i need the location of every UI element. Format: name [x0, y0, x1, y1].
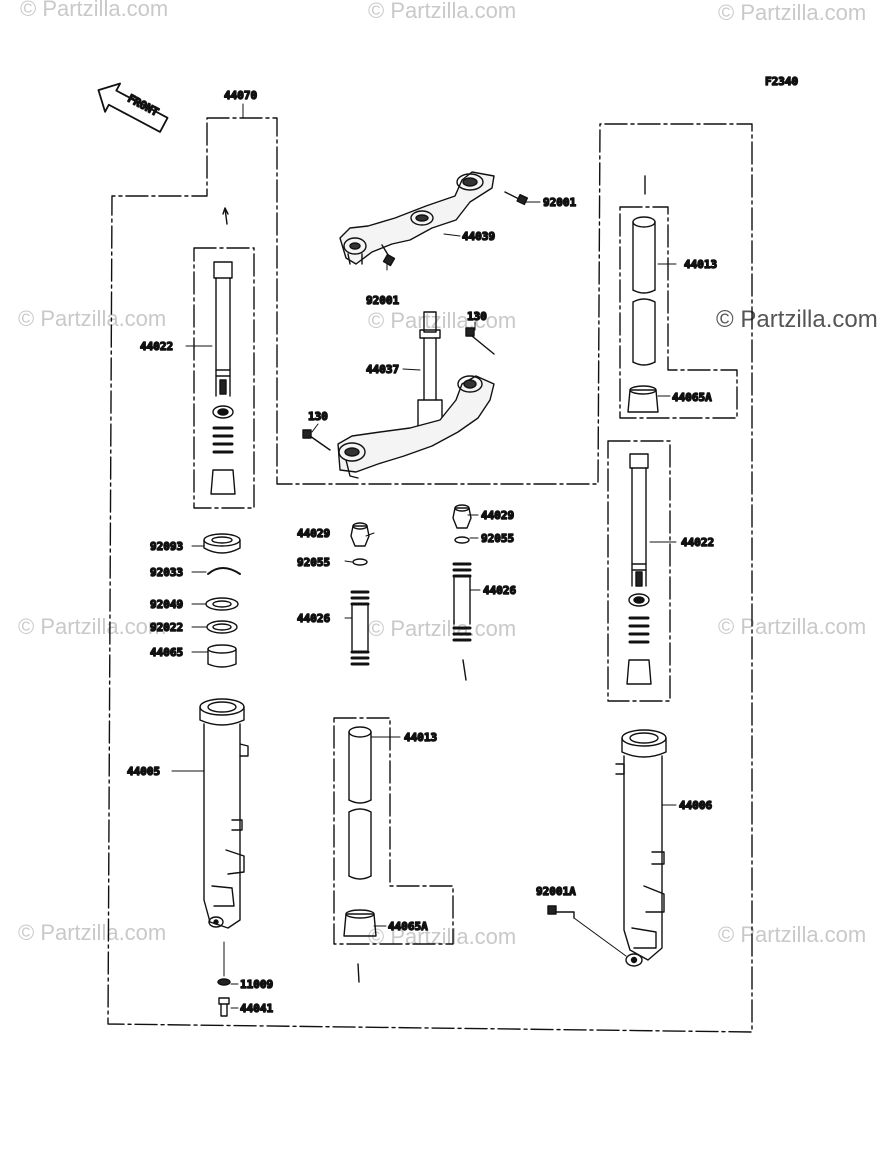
part-label-130: 130: [467, 310, 487, 323]
diagram-code: F2340: [765, 75, 798, 88]
fork-tube-44022-left: [210, 261, 236, 495]
part-label-11009: 11009: [240, 978, 273, 991]
arrow-down-icon: [462, 659, 467, 681]
watermark: © Partzilla.com: [368, 924, 517, 949]
arrow-down-icon: [357, 963, 360, 983]
spring-44026-mid: [350, 590, 370, 666]
watermark: © Partzilla.com: [18, 614, 167, 639]
upper-bracket-44039: [339, 171, 495, 265]
part-label-92049: 92049: [150, 598, 183, 611]
part-label-44005: 44005: [127, 765, 160, 778]
fork-leg-44005: [199, 698, 249, 929]
box-44022-left: [193, 247, 255, 509]
washer-92049: [205, 597, 239, 611]
part-label-44022: 44022: [140, 340, 173, 353]
watermark: © Partzilla.com: [368, 616, 517, 641]
oring-92055-mid: [352, 558, 368, 566]
spring-44026-right: [452, 562, 472, 642]
bolt-92001: [504, 191, 529, 206]
part-label-92001A: 92001A: [536, 885, 576, 898]
assembly-outline-44070: [107, 117, 753, 1033]
box-44022-right: [607, 440, 671, 702]
part-label-92022: 92022: [150, 621, 183, 634]
part-label-44013: 44013: [684, 258, 717, 271]
part-label-44006: 44006: [679, 799, 712, 812]
oring-92055-right: [454, 536, 470, 544]
part-label-44039: 44039: [462, 230, 495, 243]
watermark: © Partzilla.com: [18, 306, 167, 331]
washer-11009: [217, 978, 231, 986]
part-label-44065: 44065: [150, 646, 183, 659]
leader-lines: [171, 103, 677, 1009]
part-label-44070: 44070: [224, 89, 257, 102]
part-label-44029: 44029: [297, 527, 330, 540]
clip-92033: [207, 567, 241, 575]
part-label-44065A: 44065A: [388, 920, 428, 933]
part-label-44037: 44037: [366, 363, 399, 376]
part-label-92055: 92055: [481, 532, 514, 545]
watermark: © Partzilla.com: [368, 0, 517, 23]
part-label-92001: 92001: [366, 294, 399, 307]
watermark: © Partzilla.com: [718, 0, 867, 25]
fork-tube-44022-right: [626, 453, 652, 685]
bushing-44065: [207, 644, 237, 668]
part-label-44026: 44026: [297, 612, 330, 625]
seal-92022: [206, 620, 238, 634]
watermark: © Partzilla.com: [718, 614, 867, 639]
watermark: © Partzilla.com: [718, 922, 867, 947]
part-label-44013: 44013: [404, 731, 437, 744]
part-label-92033: 92033: [150, 566, 183, 579]
part-label-92001: 92001: [543, 196, 576, 209]
front-arrow-icon: [97, 82, 169, 133]
watermark: © Partzilla.com: [716, 306, 878, 333]
part-label-44041: 44041: [240, 1002, 273, 1015]
box-44013-bottom: [333, 717, 454, 945]
watermark: © Partzilla.com: [20, 0, 169, 21]
part-label-44029: 44029: [481, 509, 514, 522]
front-label: FRONT: [125, 92, 161, 119]
bolt-92001A: [547, 905, 575, 919]
watermark: © Partzilla.com: [368, 308, 517, 333]
part-label-44022: 44022: [681, 536, 714, 549]
outer-tube-44013-bottom: [343, 726, 377, 937]
bolt-130: [302, 429, 331, 451]
part-label-92093: 92093: [150, 540, 183, 553]
box-44013-top: [619, 206, 738, 419]
bolt-130: [465, 327, 495, 355]
outer-tube-44013-top: [627, 216, 659, 413]
part-label-44026: 44026: [483, 584, 516, 597]
watermark: © Partzilla.com: [18, 920, 167, 945]
bolt-92001: [381, 244, 396, 267]
steering-stem-44037: [337, 311, 495, 479]
part-label-44065A: 44065A: [672, 391, 712, 404]
bolt-44041: [218, 997, 230, 1017]
part-label-92055: 92055: [297, 556, 330, 569]
oil-seal-92093: [203, 533, 241, 554]
cap-44029-mid: [350, 522, 370, 547]
part-label-130: 130: [308, 410, 328, 423]
fork-leg-44006: [615, 729, 667, 967]
arrow-up-icon: [222, 207, 229, 225]
cap-44029-right: [452, 504, 472, 529]
